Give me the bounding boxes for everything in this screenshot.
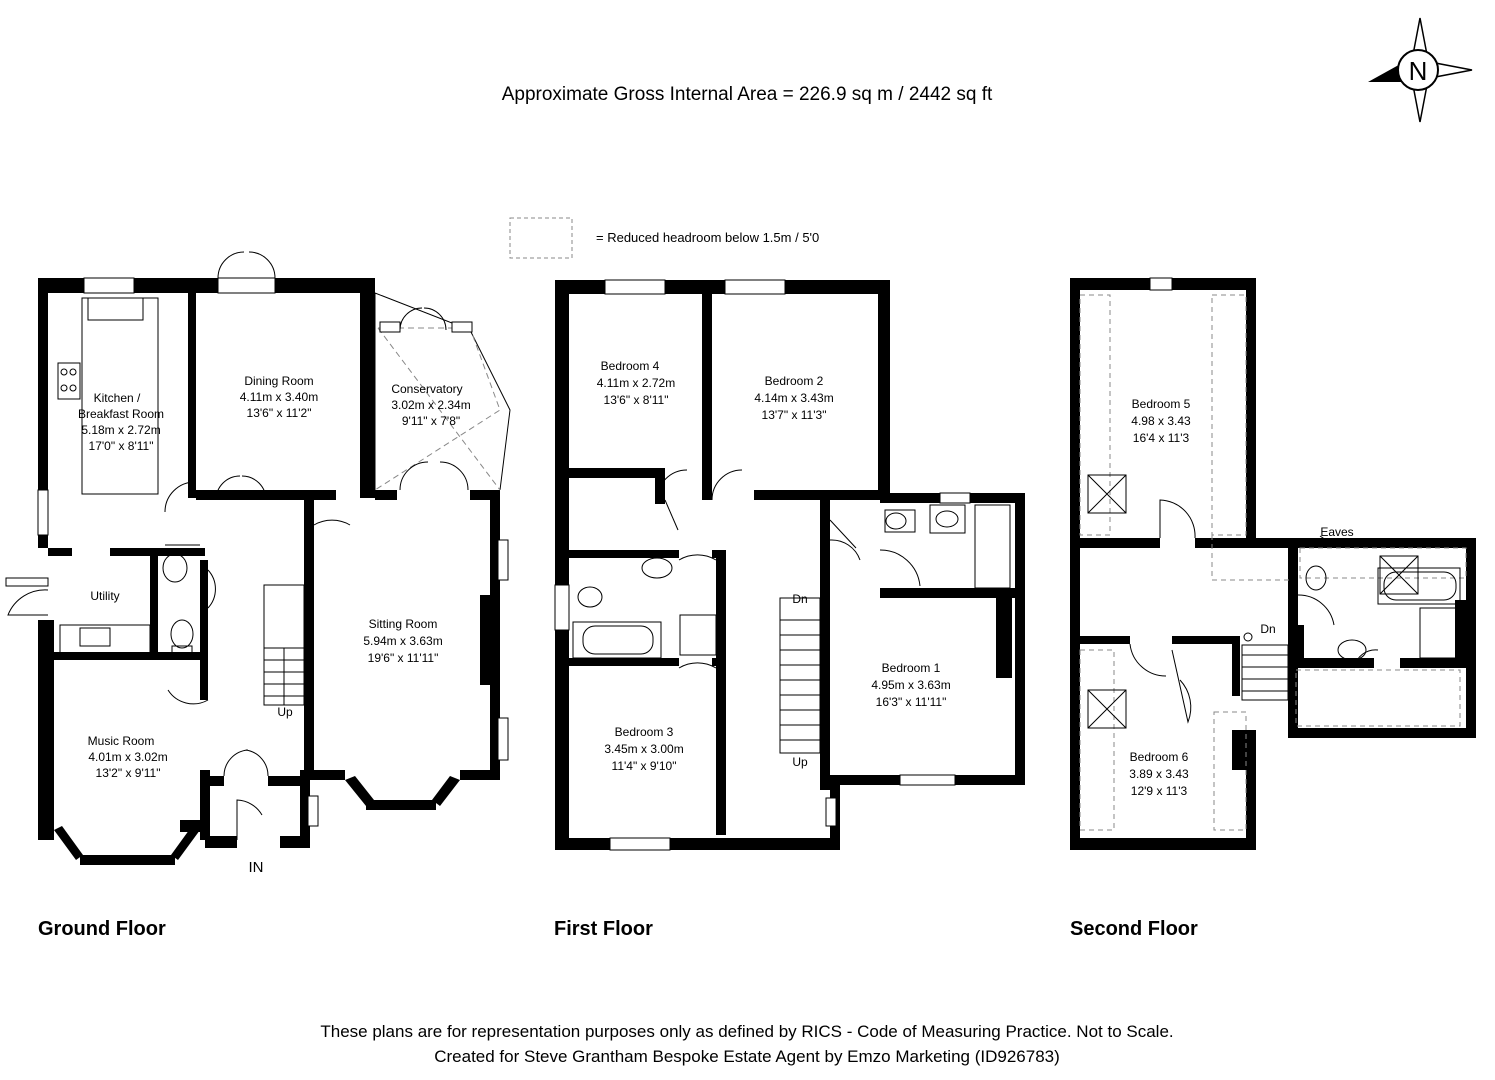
legend-text: = Reduced headroom below 1.5m / 5'0	[596, 230, 819, 245]
bedroom6-imperial: 12'9 x 11'3	[1131, 784, 1188, 798]
bedroom3-imperial: 11'4" x 9'10"	[612, 759, 677, 773]
conservatory-imperial: 9'11" x 7'8"	[402, 414, 460, 428]
bedroom5-imperial: 16'4 x 11'3	[1133, 431, 1190, 445]
bedroom2-imperial: 13'7" x 11'3"	[762, 408, 827, 422]
kitchen-imperial: 17'0" x 8'11"	[89, 439, 154, 453]
bedroom5-name: Bedroom 5	[1132, 397, 1191, 411]
kitchen-metric: 5.18m x 2.72m	[81, 423, 160, 437]
bedroom1-imperial: 16'3" x 11'11"	[876, 695, 947, 709]
reduced-headroom-swatch	[509, 217, 573, 259]
compass-letter: N	[1409, 56, 1428, 86]
bedroom4-name: Bedroom 4	[601, 359, 660, 373]
second-floor-labels: Bedroom 5 4.98 x 3.43 16'4 x 11'3 Bedroo…	[1070, 397, 1354, 940]
music-metric: 4.01m x 3.02m	[88, 750, 167, 764]
sitting-name: Sitting Room	[369, 617, 438, 631]
bedroom2-name: Bedroom 2	[765, 374, 824, 388]
ground-floor-labels: Kitchen / Breakfast Room 5.18m x 2.72m 1…	[38, 374, 471, 940]
conservatory-metric: 3.02m x 2.34m	[391, 398, 470, 412]
entrance-label: IN	[249, 859, 264, 876]
music-imperial: 13'2" x 9'11"	[96, 766, 161, 780]
bedroom4-metric: 4.11m x 2.72m	[597, 376, 675, 390]
stairs-up-first-label: Up	[792, 755, 808, 769]
first-floor-plan	[555, 280, 1025, 850]
disclaimer-line2: Created for Steve Grantham Bespoke Estat…	[434, 1047, 1060, 1066]
second-floor-details	[1079, 277, 1467, 831]
dining-metric: 4.11m x 3.40m	[240, 390, 318, 404]
bedroom6-name: Bedroom 6	[1130, 750, 1189, 764]
bedroom1-metric: 4.95m x 3.63m	[871, 678, 950, 692]
ground-floor-details	[5, 251, 511, 840]
second-floor-title: Second Floor	[1070, 918, 1198, 940]
bedroom6-metric: 3.89 x 3.43	[1129, 767, 1189, 781]
ground-floor-title: Ground Floor	[38, 918, 166, 940]
bedroom2-metric: 4.14m x 3.43m	[754, 391, 833, 405]
dining-imperial: 13'6" x 11'2"	[247, 406, 312, 420]
first-floor-title: First Floor	[554, 918, 653, 940]
gross-area-text: Approximate Gross Internal Area = 226.9 …	[502, 84, 993, 105]
bedroom3-metric: 3.45m x 3.00m	[604, 742, 683, 756]
kitchen-name-line1: Kitchen /	[94, 391, 141, 405]
music-name: Music Room	[88, 734, 155, 748]
eaves-label: Eaves	[1320, 525, 1353, 539]
first-floor-details	[554, 279, 1011, 851]
utility-name: Utility	[90, 589, 119, 603]
dining-name: Dining Room	[244, 374, 313, 388]
second-floor-plan	[1070, 278, 1476, 850]
compass-icon: N	[1368, 17, 1473, 123]
stairs-down-second-label: Dn	[1260, 622, 1275, 636]
bedroom5-metric: 4.98 x 3.43	[1131, 414, 1191, 428]
bedroom4-imperial: 13'6" x 8'11"	[604, 393, 669, 407]
stairs-down-label: Dn	[792, 592, 807, 606]
first-floor-labels: Bedroom 4 4.11m x 2.72m 13'6" x 8'11" Be…	[554, 359, 951, 940]
bedroom3-name: Bedroom 3	[615, 725, 674, 739]
sitting-imperial: 19'6" x 11'11"	[368, 651, 439, 665]
conservatory-name: Conservatory	[391, 382, 462, 396]
disclaimer-line1: These plans are for representation purpo…	[320, 1022, 1173, 1041]
stairs-up-label: Up	[277, 705, 293, 719]
kitchen-name-line2: Breakfast Room	[78, 407, 164, 421]
bedroom1-name: Bedroom 1	[882, 661, 941, 675]
sitting-metric: 5.94m x 3.63m	[363, 634, 442, 648]
